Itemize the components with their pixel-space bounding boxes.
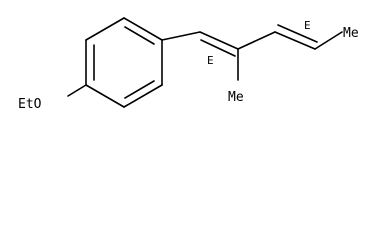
- ring-bond: [123, 17, 163, 41]
- ring-bond: [85, 84, 125, 108]
- alkene-2-double-bond: [277, 24, 318, 43]
- chain-bond: [237, 31, 276, 50]
- methyl-label: Me: [228, 90, 244, 105]
- terminal-methyl-label: Me: [343, 26, 359, 41]
- ethoxy-bond: [67, 84, 87, 97]
- alkene-2-bond: [274, 31, 316, 50]
- benzene-ring: [85, 17, 163, 108]
- stereo-descriptor-1: E: [207, 54, 214, 67]
- ethoxy-label: EtO: [18, 97, 42, 112]
- chemical-structure: EtO E Me E Me: [18, 17, 359, 112]
- alkene-1-bond: [199, 31, 239, 50]
- stereo-descriptor-2: E: [304, 19, 311, 32]
- terminal-bond: [314, 31, 343, 50]
- alkene-1-double-bond: [200, 39, 236, 57]
- ring-bond: [123, 84, 163, 108]
- vinyl-bond: [161, 31, 201, 41]
- ring-inner-double-bond: [124, 80, 155, 99]
- ring-bond: [85, 17, 125, 41]
- ring-inner-double-bond: [124, 26, 155, 45]
